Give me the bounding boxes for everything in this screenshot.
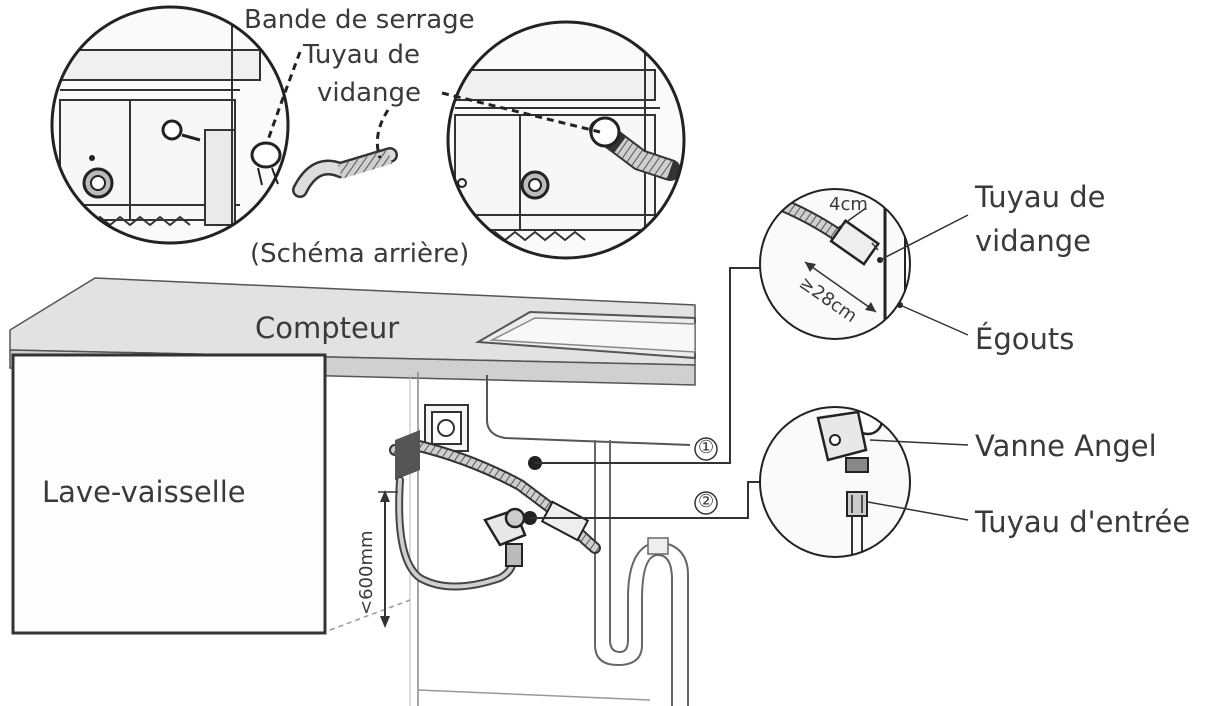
inlet-hose-label: Tuyau d'entrée xyxy=(975,505,1191,539)
valve-detail-circle xyxy=(759,406,969,558)
dishwasher-label: Lave-vaisselle xyxy=(42,475,246,509)
drain-hose-right-label-line1: Tuyau de xyxy=(975,180,1106,214)
rear-view-detail-right xyxy=(441,20,686,260)
hoses xyxy=(389,430,601,591)
clamp-band-label: Bande de serrage xyxy=(244,5,475,35)
dimension-4cm-label: 4cm xyxy=(829,194,868,215)
rear-view-detail-left xyxy=(50,5,398,245)
rear-view-caption: (Schéma arrière) xyxy=(250,239,470,269)
callout-2-marker: ② xyxy=(698,491,715,512)
drain-detail-circle xyxy=(759,188,969,340)
counter xyxy=(9,277,696,386)
counter-label: Compteur xyxy=(255,311,400,345)
drain-hose-top-label-line2: vidange xyxy=(317,78,422,108)
callout-1-marker: ① xyxy=(698,437,715,458)
dishwasher xyxy=(11,353,327,635)
sewer-label: Égouts xyxy=(975,322,1075,356)
drain-hose-right-label-line2: vidange xyxy=(975,224,1092,258)
height-dimension xyxy=(378,490,398,628)
angle-valve-label: Vanne Angel xyxy=(975,429,1157,463)
height-limit-label: <600mm xyxy=(356,530,377,615)
drain-hose-top-label-line1: Tuyau de xyxy=(303,40,420,70)
callout-lines xyxy=(523,267,768,525)
under-sink-cabinet xyxy=(329,372,691,706)
